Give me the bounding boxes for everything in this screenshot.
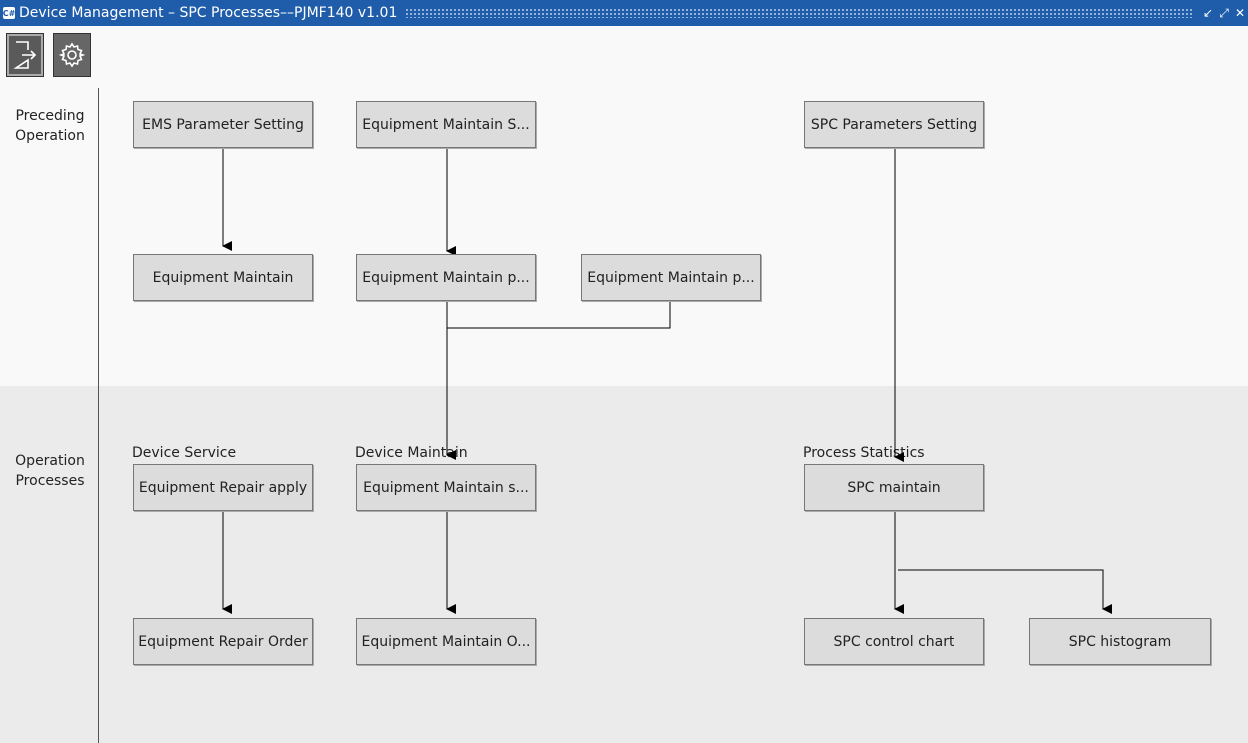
node-spc-control-chart[interactable]: SPC control chart xyxy=(804,618,984,665)
toolbar xyxy=(0,26,1248,86)
app-icon: C# xyxy=(2,7,16,19)
window-title: Device Management – SPC Processes––PJMF1… xyxy=(19,5,398,21)
node-equipment-maintain-p1[interactable]: Equipment Maintain p... xyxy=(356,254,536,301)
exit-button[interactable] xyxy=(6,33,44,77)
node-spc-maintain[interactable]: SPC maintain xyxy=(804,464,984,511)
node-equipment-maintain-s[interactable]: Equipment Maintain s... xyxy=(356,464,536,511)
node-spc-histogram[interactable]: SPC histogram xyxy=(1029,618,1211,665)
node-equipment-maintain-setting[interactable]: Equipment Maintain S... xyxy=(356,101,536,148)
settings-button[interactable] xyxy=(53,33,91,77)
row-label-processes: Operation Processes xyxy=(15,453,85,489)
title-grip[interactable] xyxy=(405,8,1192,18)
row-label-preceding: Preceding Operation xyxy=(15,108,85,144)
node-equipment-maintain-order[interactable]: Equipment Maintain O... xyxy=(356,618,536,665)
node-spc-parameters-setting[interactable]: SPC Parameters Setting xyxy=(804,101,984,148)
row-divider xyxy=(98,88,99,743)
gear-icon xyxy=(59,42,85,68)
exit-icon xyxy=(13,41,37,69)
title-bar: C# Device Management – SPC Processes––PJ… xyxy=(0,0,1248,26)
node-ems-parameter-setting[interactable]: EMS Parameter Setting xyxy=(133,101,313,148)
close-icon[interactable]: ✕ xyxy=(1234,6,1246,20)
processes-band xyxy=(0,386,1248,743)
node-equipment-repair-order[interactable]: Equipment Repair Order xyxy=(133,618,313,665)
node-equipment-maintain-p2[interactable]: Equipment Maintain p... xyxy=(581,254,761,301)
node-equipment-maintain[interactable]: Equipment Maintain xyxy=(133,254,313,301)
node-equipment-repair-apply[interactable]: Equipment Repair apply xyxy=(133,464,313,511)
restore-icon[interactable]: ↙ xyxy=(1202,6,1214,20)
group-label-device-service: Device Service xyxy=(132,445,237,461)
maximize-icon[interactable]: ⤢ xyxy=(1219,5,1229,20)
group-label-process-statistics: Process Statistics xyxy=(803,445,925,461)
group-label-device-maintain: Device Maintain xyxy=(355,445,468,461)
